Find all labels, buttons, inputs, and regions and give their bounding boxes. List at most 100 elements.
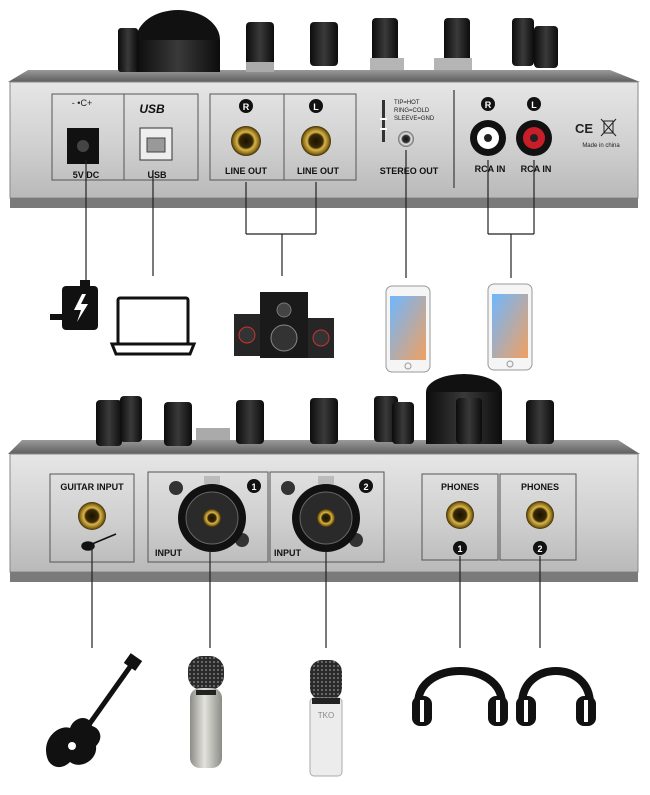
bottom-device: GUITAR INPUT 1 INPUT 2 INPUT PHONES [8, 374, 640, 582]
knob-base [434, 58, 472, 70]
knob[interactable] [118, 28, 138, 72]
guitar-input-jack[interactable] [78, 502, 106, 530]
knob[interactable] [512, 18, 534, 66]
stereo-out-jack[interactable] [398, 131, 414, 147]
top-device: - •C+ 5V DC USB USB R L LINE OUT LINE OU… [8, 10, 640, 208]
input-1-latch [204, 476, 220, 484]
knob[interactable] [392, 402, 414, 444]
knob[interactable] [246, 22, 274, 66]
line-out-r-badge [239, 99, 253, 113]
studio-microphone-brand: TKO [318, 711, 334, 720]
rca-r-letter: R [485, 100, 492, 110]
line-out-r-label: LINE OUT [225, 166, 268, 176]
phones-1-badge [453, 541, 467, 555]
top-knobs [118, 10, 558, 72]
rca-l-pin [530, 134, 538, 142]
studio-microphone-icon: TKO [309, 660, 343, 777]
smartphone-icon [385, 285, 431, 373]
input-1-label: INPUT [155, 548, 183, 558]
rca-r-pin [484, 134, 492, 142]
electric-guitar-icon [46, 653, 143, 768]
knob[interactable] [526, 400, 554, 444]
screw [169, 481, 183, 495]
stereo-legend-sleeve: SLEEVE=GND [394, 116, 435, 122]
rca-l-badge [527, 97, 541, 111]
input-1-number: 1 [251, 482, 256, 492]
smartphone-icon [487, 283, 533, 371]
dc-jack-pin [77, 140, 89, 152]
ce-mark: CE [575, 121, 593, 136]
guitar-input-label: GUITAR INPUT [60, 482, 124, 492]
dc-polarity-icon: - •C+ [72, 98, 92, 108]
usb-section [123, 93, 199, 181]
phones-2-badge [533, 541, 547, 555]
knob[interactable] [236, 400, 264, 444]
made-in-label: Made in china [582, 143, 620, 149]
line-out-l-letter: L [313, 102, 319, 112]
bottom-panel-base [10, 572, 638, 582]
knob[interactable] [534, 26, 558, 68]
bottom-connection-lines [91, 546, 541, 648]
knob-base [246, 62, 274, 72]
line-out-l-section [283, 93, 357, 181]
top-connection-lines [85, 150, 535, 284]
knob-base [196, 428, 230, 440]
trs-plug-icon [380, 100, 387, 142]
top-device-lid [8, 70, 640, 82]
phones-2-label: PHONES [521, 482, 559, 492]
knob[interactable] [456, 398, 482, 444]
line-out-l-label: LINE OUT [297, 166, 340, 176]
knob[interactable] [164, 402, 192, 446]
knob[interactable] [310, 22, 338, 66]
condenser-microphone-icon [188, 656, 224, 768]
speaker-system-icon [234, 292, 334, 358]
bottom-knobs [96, 374, 554, 446]
stereo-legend-ring: RING=COLD [394, 108, 430, 114]
line-out-r-letter: R [243, 102, 250, 112]
guitar-symbol-icon [81, 533, 117, 551]
stereo-legend-tip: TIP=HOT [394, 100, 420, 106]
rca-r-badge [481, 97, 495, 111]
line-out-r-jack[interactable] [231, 126, 261, 156]
laptop-icon [109, 296, 197, 356]
phones-1-number: 1 [457, 544, 462, 554]
knob[interactable] [96, 400, 122, 446]
knob-base [370, 58, 404, 70]
input-2-label: INPUT [274, 548, 302, 558]
phones-1-label: PHONES [441, 482, 479, 492]
stereo-out-label: STEREO OUT [380, 166, 439, 176]
input-2-number: 2 [363, 482, 368, 492]
input-2-trs-hole [317, 509, 335, 527]
top-panel-base [10, 198, 638, 208]
knob[interactable] [372, 18, 398, 62]
weee-bin-icon [600, 118, 617, 137]
rca-r-label: RCA IN [475, 164, 506, 174]
master-volume-knob-body [136, 40, 220, 72]
knob[interactable] [120, 396, 142, 442]
rca-l-label: RCA IN [521, 164, 552, 174]
phones-2-section [499, 473, 577, 561]
input-1-badge [247, 479, 261, 493]
usb-logo: USB [139, 102, 165, 116]
usb-port-inner [146, 137, 166, 153]
headphones-icon [516, 667, 596, 726]
knob[interactable] [310, 398, 338, 444]
phones-2-number: 2 [537, 544, 542, 554]
phones-2-jack[interactable] [526, 501, 554, 529]
rca-l-letter: L [531, 100, 537, 110]
screw [281, 481, 295, 495]
input-1-section [147, 471, 269, 563]
usb-label: USB [147, 170, 167, 180]
line-out-l-jack[interactable] [301, 126, 331, 156]
headphones-icon [412, 667, 508, 726]
phones-1-jack[interactable] [446, 501, 474, 529]
input-1-trs-hole [203, 509, 221, 527]
input-2-latch [318, 476, 334, 484]
line-out-l-badge [309, 99, 323, 113]
power-adapter-icon [50, 280, 98, 330]
input-2-section [269, 471, 385, 563]
knob[interactable] [444, 18, 470, 62]
input-2-badge [359, 479, 373, 493]
